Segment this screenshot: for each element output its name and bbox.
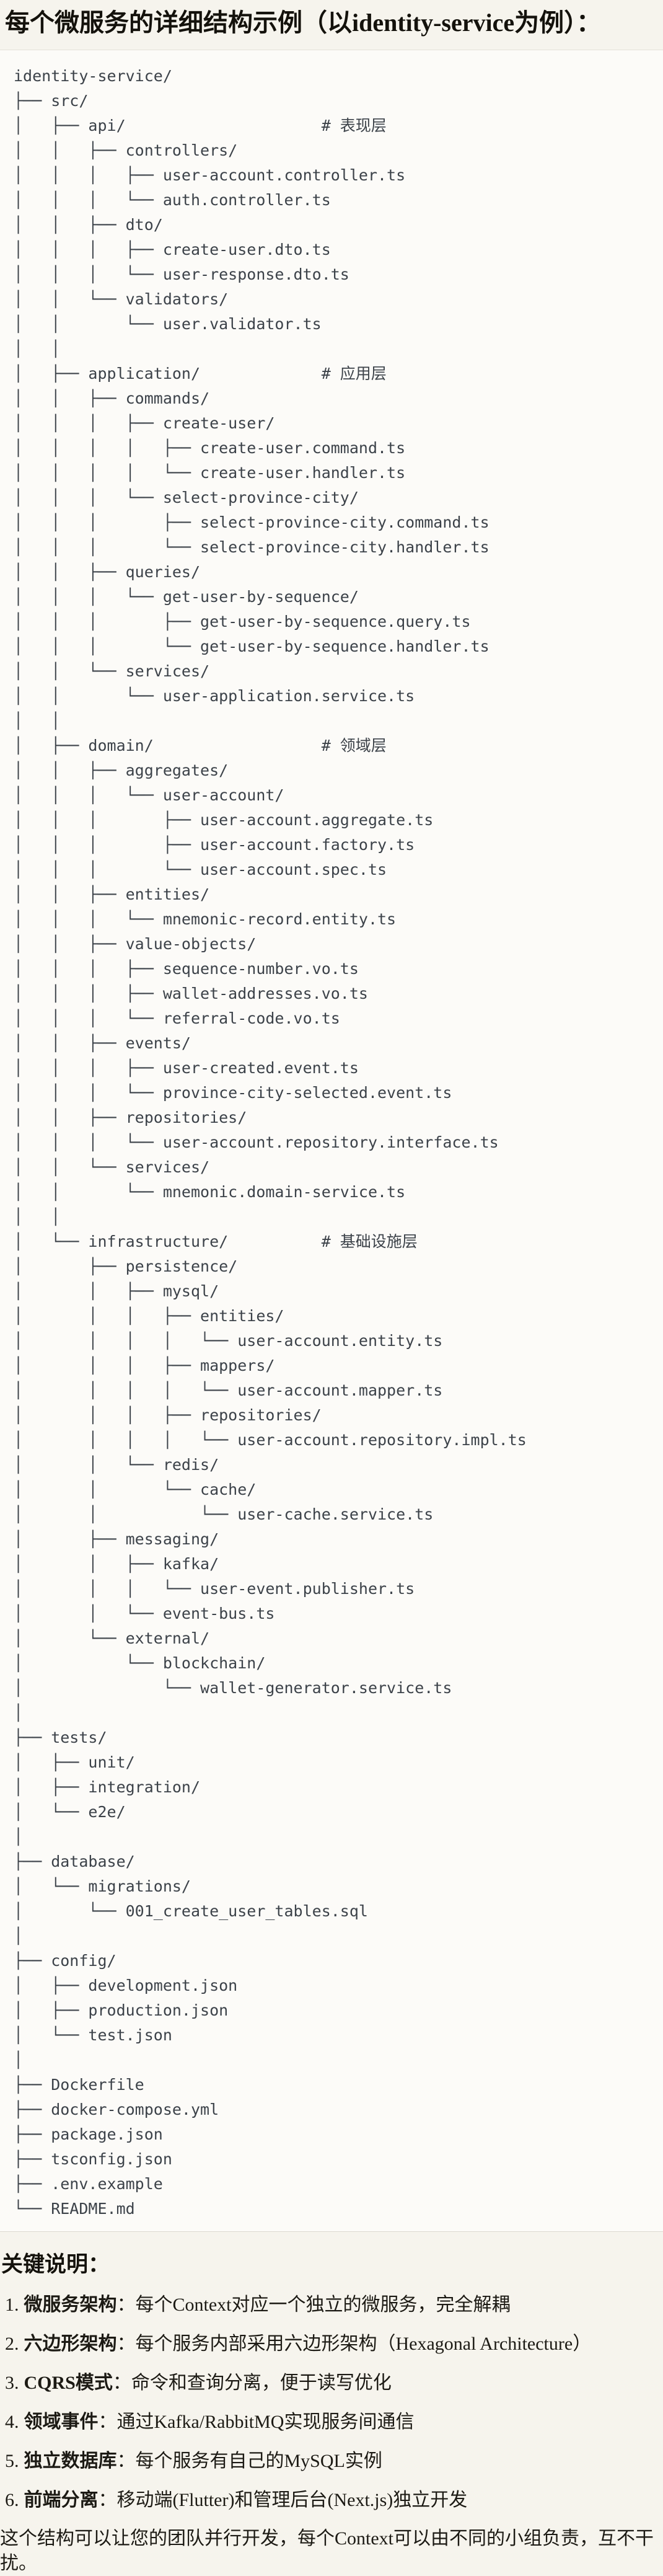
directory-tree-code-block: identity-service/ ├── src/ │ ├── api/ # … — [0, 50, 663, 2232]
note-term: 微服务架构 — [24, 2295, 117, 2315]
note-item-frontend-split: 6.前端分离：移动端(Flutter)和管理后台(Next.js)独立开发 — [5, 2488, 657, 2513]
note-number: 4. — [5, 2412, 19, 2432]
note-desc: ：通过Kafka/RabbitMQ实现服务间通信 — [98, 2412, 415, 2432]
notes-list: 1.微服务架构：每个Context对应一个独立的微服务，完全解耦 2.六边形架构… — [0, 2293, 657, 2513]
note-number: 1. — [5, 2295, 19, 2315]
note-desc: ：每个Context对应一个独立的微服务，完全解耦 — [116, 2295, 511, 2315]
directory-tree: identity-service/ ├── src/ │ ├── api/ # … — [14, 67, 527, 2218]
note-term: CQRS模式 — [24, 2373, 113, 2393]
key-notes-section: 关键说明： 1.微服务架构：每个Context对应一个独立的微服务，完全解耦 2… — [0, 2251, 657, 2576]
note-item-cqrs: 3.CQRS模式：命令和查询分离，便于读写优化 — [5, 2371, 657, 2396]
page-title: 每个微服务的详细结构示例（以identity-service为例）： — [5, 9, 602, 37]
note-item-hexagonal: 2.六边形架构：每个服务内部采用六边形架构（Hexagonal Architec… — [5, 2332, 657, 2357]
note-desc: ：移动端(Flutter)和管理后台(Next.js)独立开发 — [98, 2490, 468, 2510]
notes-footer: 这个结构可以让您的团队并行开发，每个Context可以由不同的小组负责，互不干扰… — [0, 2528, 654, 2574]
note-desc: ：每个服务内部采用六边形架构（Hexagonal Architecture） — [116, 2334, 592, 2354]
note-term: 独立数据库 — [24, 2451, 117, 2471]
note-term: 领域事件 — [24, 2412, 99, 2432]
note-item-domain-events: 4.领域事件：通过Kafka/RabbitMQ实现服务间通信 — [5, 2410, 657, 2435]
note-number: 6. — [5, 2490, 19, 2510]
note-term: 六边形架构 — [24, 2334, 117, 2354]
note-number: 3. — [5, 2373, 19, 2393]
notes-heading: 关键说明： — [1, 2252, 110, 2277]
note-desc: ：命令和查询分离，便于读写优化 — [112, 2373, 392, 2393]
note-item-microservice: 1.微服务架构：每个Context对应一个独立的微服务，完全解耦 — [5, 2293, 657, 2317]
note-item-independent-db: 5.独立数据库：每个服务有自己的MySQL实例 — [5, 2449, 657, 2474]
note-number: 5. — [5, 2451, 19, 2471]
note-term: 前端分离 — [24, 2490, 99, 2510]
note-number: 2. — [5, 2334, 19, 2354]
note-desc: ：每个服务有自己的MySQL实例 — [116, 2451, 382, 2471]
